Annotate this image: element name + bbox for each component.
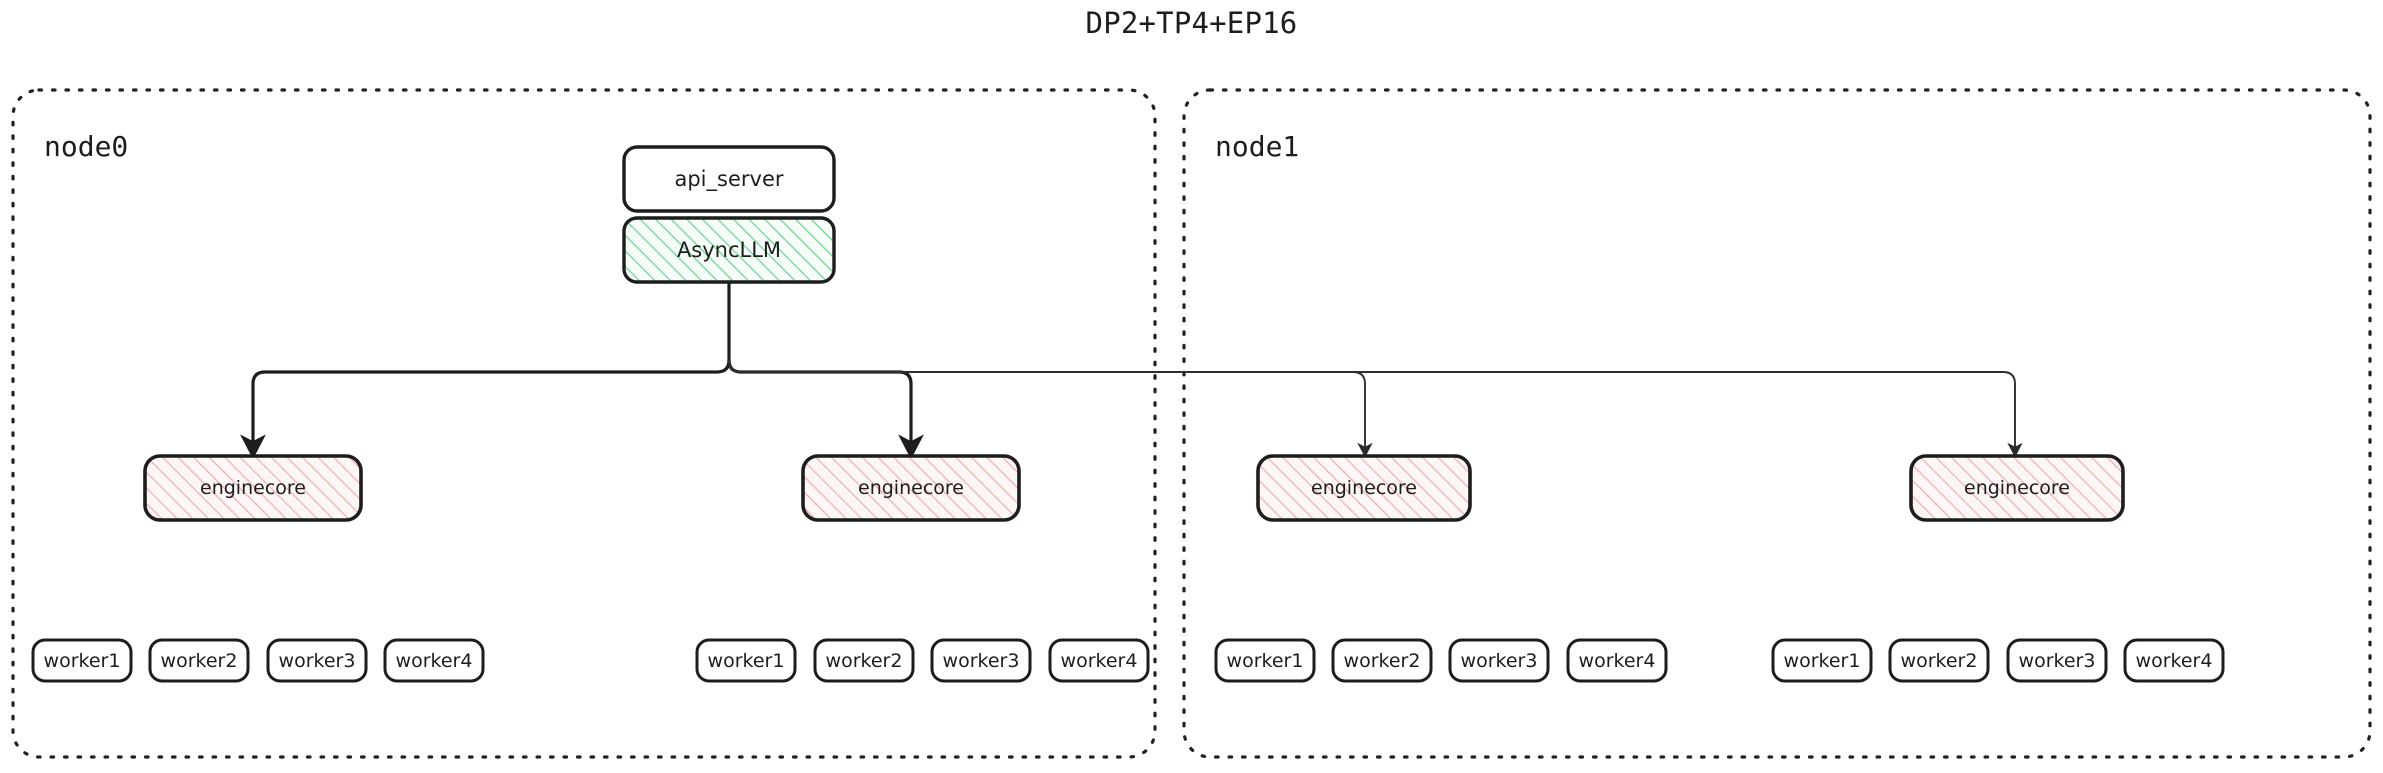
box-node1-engine1 [1909,454,2125,522]
box-node0-engine0-worker4 [383,638,485,683]
page-title: DP2+TP4+EP16 [1085,6,1298,40]
edge-asyncllm-to-node0-engine0 [240,358,731,460]
edge-asyncllm-to-node1-engine1 [728,359,2023,458]
box-node0-engine0-worker1 [31,638,133,683]
box-node1-engine0-worker2 [1331,638,1433,683]
box-node0-engine1-worker3 [930,638,1032,683]
box-node1-engine0-worker4 [1566,638,1668,683]
box-node0-engine1-worker1 [695,638,797,683]
box-node1-engine0 [1256,454,1472,522]
box-node1-engine0-worker3 [1448,638,1550,683]
box-node1-engine0-worker1 [1214,638,1316,683]
box-node0-engine1 [801,454,1021,522]
node-boundary-node1 [1182,88,2372,759]
box-node1-engine1-worker3 [2006,638,2108,683]
box-node0-engine0-worker2 [148,638,250,683]
box-asyncllm [622,216,836,284]
box-node0-engine1-worker4 [1048,638,1150,683]
edge-asyncllm-to-node0-engine1 [727,358,924,460]
node-label-node0: node0 [44,130,129,163]
box-node1-engine1-worker1 [1771,638,1873,683]
box-node1-engine1-worker2 [1888,638,1990,683]
edge-asyncllm-to-node1-engine0 [728,359,1373,458]
box-node0-engine1-worker2 [813,638,915,683]
box-node1-engine1-worker4 [2123,638,2225,683]
box-node0-engine0-worker3 [266,638,368,683]
box-node0-engine0 [143,454,363,522]
box-api-server [622,145,836,213]
node-label-node1: node1 [1215,130,1300,163]
